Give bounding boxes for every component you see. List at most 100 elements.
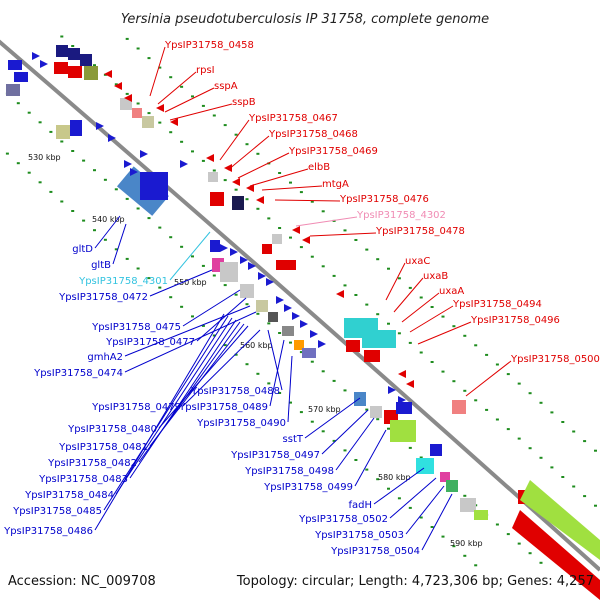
- gene-block: [346, 340, 360, 352]
- gene-label[interactable]: YpsIP31758_0468: [268, 129, 358, 140]
- gene-block: [460, 498, 476, 512]
- track-dot: [158, 121, 162, 124]
- leader-line: [287, 355, 293, 423]
- gene-label[interactable]: YpsIP31758_0458: [164, 40, 254, 51]
- track-dot: [354, 294, 358, 296]
- track-dot: [256, 372, 260, 375]
- track-dot: [387, 322, 390, 325]
- track-dot: [463, 554, 467, 557]
- gene-label[interactable]: sstT: [283, 434, 304, 445]
- gene-label[interactable]: YpsIP31758_0472: [58, 292, 148, 303]
- gene-label[interactable]: gltB: [91, 260, 111, 271]
- track-dot: [408, 446, 412, 449]
- track-dot: [93, 64, 96, 67]
- reverse-arrow: [276, 296, 284, 304]
- gene-label[interactable]: YpsIP31758_0480: [67, 424, 157, 435]
- gene-label[interactable]: elbB: [308, 162, 330, 173]
- gene-label[interactable]: YpsIP31758_0483: [38, 474, 128, 485]
- gene-label[interactable]: YpsIP31758_0479: [91, 402, 181, 413]
- gene-label[interactable]: YpsIP31758_0488: [190, 386, 280, 397]
- gene-label[interactable]: gmhA2: [87, 352, 123, 363]
- track-dot: [343, 229, 347, 232]
- track-dot: [387, 267, 390, 270]
- leader-line: [309, 232, 377, 237]
- gene-label[interactable]: YpsIP31758_0475: [91, 322, 181, 333]
- gene-label[interactable]: sspA: [214, 81, 238, 92]
- gene-label[interactable]: YpsIP31758_0476: [339, 194, 429, 205]
- gene-label[interactable]: YpsIP31758_0478: [375, 226, 465, 237]
- forward-arrow: [232, 178, 240, 186]
- track-dot: [223, 124, 227, 127]
- gene-label[interactable]: YpsIP31758_0484: [24, 490, 114, 501]
- gene-label[interactable]: YpsIP31758_4302: [356, 210, 446, 221]
- gene-block: [390, 420, 416, 442]
- gene-label[interactable]: YpsIP31758_0482: [47, 458, 137, 469]
- track-dot: [125, 197, 129, 200]
- track-dot: [419, 516, 423, 519]
- gene-label[interactable]: YpsIP31758_0474: [33, 368, 123, 379]
- gene-label[interactable]: YpsIP31758_0496: [470, 315, 560, 326]
- gene-label[interactable]: YpsIP31758_0499: [263, 482, 353, 493]
- gene-label[interactable]: fadH: [348, 500, 372, 511]
- leader-line: [227, 135, 270, 171]
- track-dot: [441, 315, 445, 318]
- gene-block: [520, 480, 600, 560]
- track-dot: [245, 198, 249, 201]
- track-dot: [191, 150, 194, 153]
- reverse-arrow: [284, 304, 292, 312]
- track-dot: [114, 248, 118, 251]
- gene-block: [354, 392, 366, 406]
- gene-label[interactable]: sspB: [232, 97, 256, 108]
- track-dot: [180, 305, 184, 308]
- gene-label[interactable]: YpsIP31758_0477: [105, 337, 195, 348]
- gene-label[interactable]: uxaC: [405, 256, 430, 267]
- gene-label[interactable]: YpsIP31758_0500: [510, 354, 600, 365]
- gene-label[interactable]: YpsIP31758_0497: [230, 450, 320, 461]
- track-dot: [354, 239, 358, 241]
- gene-label[interactable]: YpsIP31758_0503: [314, 530, 404, 541]
- gene-label[interactable]: YpsIP31758_0504: [330, 546, 420, 557]
- track-dot: [245, 363, 249, 366]
- leader-line: [304, 397, 361, 439]
- gene-label[interactable]: uxaB: [423, 271, 448, 282]
- track-dot: [201, 159, 205, 162]
- gene-label[interactable]: YpsIP31758_0490: [196, 418, 286, 429]
- gene-label[interactable]: YpsIP31758_0498: [244, 466, 334, 477]
- gene-label[interactable]: rpsI: [196, 65, 215, 76]
- gene-label[interactable]: mtgA: [322, 179, 349, 190]
- track-dot: [365, 248, 369, 251]
- gene-label[interactable]: YpsIP31758_0494: [452, 299, 542, 310]
- gene-label[interactable]: gltD: [72, 244, 93, 255]
- gene-label[interactable]: YpsIP31758_0489: [178, 402, 268, 413]
- gene-block: [80, 54, 92, 66]
- reverse-arrow: [300, 320, 308, 328]
- gene-label[interactable]: YpsIP31758_0485: [12, 506, 102, 517]
- track-dot: [539, 401, 543, 404]
- track-dot: [16, 162, 20, 165]
- track-dot: [169, 131, 173, 134]
- track-dot: [136, 207, 140, 210]
- leader-line: [389, 477, 437, 519]
- gene-label[interactable]: YpsIP31758_0469: [288, 146, 378, 157]
- forward-arrow: [170, 118, 178, 126]
- leader-line: [269, 339, 285, 407]
- gene-label[interactable]: YpsIP31758_0486: [3, 526, 93, 537]
- gene-label[interactable]: YpsIP31758_0481: [58, 442, 148, 453]
- gene-label[interactable]: uxaA: [439, 286, 464, 297]
- track-dot: [267, 382, 271, 385]
- feature-track: [6, 45, 600, 600]
- track-dot: [517, 437, 521, 440]
- forward-arrow: [104, 70, 112, 78]
- scale-tick-label: 560 kbp: [240, 341, 273, 350]
- leader-line: [295, 216, 358, 227]
- track-dot: [365, 303, 369, 306]
- track-dot: [169, 76, 173, 79]
- gene-label[interactable]: YpsIP31758_0502: [298, 514, 388, 525]
- gene-label[interactable]: YpsIP31758_0467: [248, 113, 338, 124]
- leader-line: [409, 305, 454, 333]
- gene-label[interactable]: YpsIP31758_4301: [78, 276, 168, 287]
- gene-block: [120, 98, 132, 110]
- track-dot: [289, 181, 292, 184]
- track-dot: [212, 334, 216, 337]
